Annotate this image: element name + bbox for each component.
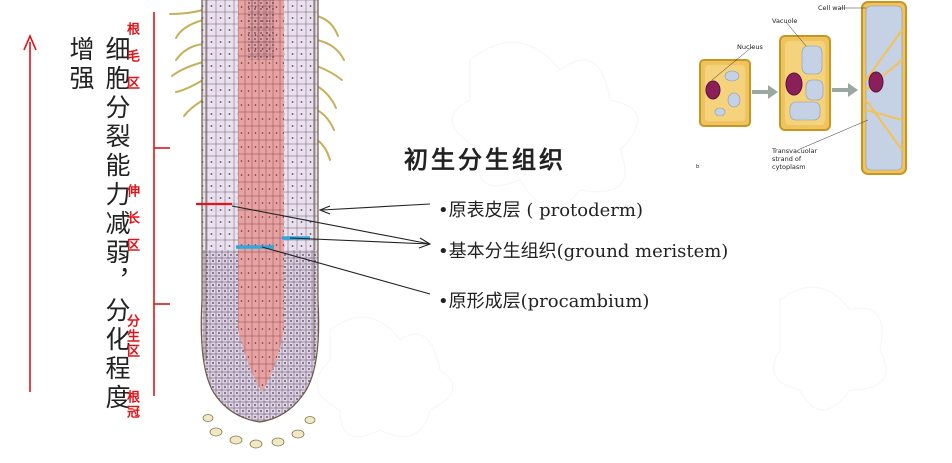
trend-arrow	[23, 33, 37, 392]
zone-label-root-hair: 根毛区	[124, 22, 139, 103]
cell-vacuolation-diagram	[694, 0, 907, 178]
zone-label-root-cap: 根冠	[124, 390, 139, 420]
zone-bracket	[153, 12, 170, 396]
cell-label-vacuole: Vacuole	[772, 17, 798, 25]
ground-leader-lower	[289, 237, 431, 245]
young-cell-vacuole	[724, 70, 740, 82]
young-cell	[699, 59, 751, 127]
root-cap-cells	[202, 414, 316, 449]
mature-cell	[861, 1, 907, 175]
ground-leader-upper	[231, 205, 431, 245]
diagram-title: 初生分生组织	[404, 145, 566, 174]
arrow-2-icon	[832, 83, 858, 97]
protoderm-leader	[321, 203, 431, 211]
label-procambium: •原形成层(procambium)	[438, 291, 650, 312]
ground-leader-arrowhead	[418, 237, 432, 249]
leader-lines	[231, 203, 432, 295]
cell-label-cell-wall: Cell wall	[818, 4, 846, 12]
cell-diagram-page-mark: b	[696, 164, 700, 170]
label-protoderm: •原表皮层 ( protoderm)	[438, 200, 643, 221]
arrow-1-icon	[752, 85, 778, 99]
protoderm-leader-arrowhead	[318, 205, 331, 215]
zone-label-meristem: 分生区	[124, 314, 139, 359]
trend-description: 细胞分裂能力减弱，分化程度增强	[66, 36, 131, 413]
cell-label-nucleus: Nucleus	[737, 43, 763, 51]
zone-label-elongation: 伸长区	[124, 184, 139, 265]
background-flower-watermark	[316, 41, 887, 438]
label-ground-meristem: •基本分生组织(ground meristem)	[438, 241, 729, 262]
procambium-leader	[261, 246, 431, 295]
vacuolating-cell	[779, 35, 831, 131]
root-section	[169, 0, 345, 449]
cell-label-transvacuolar-strand: Transvacuolar strand of cytoplasm	[772, 147, 818, 171]
